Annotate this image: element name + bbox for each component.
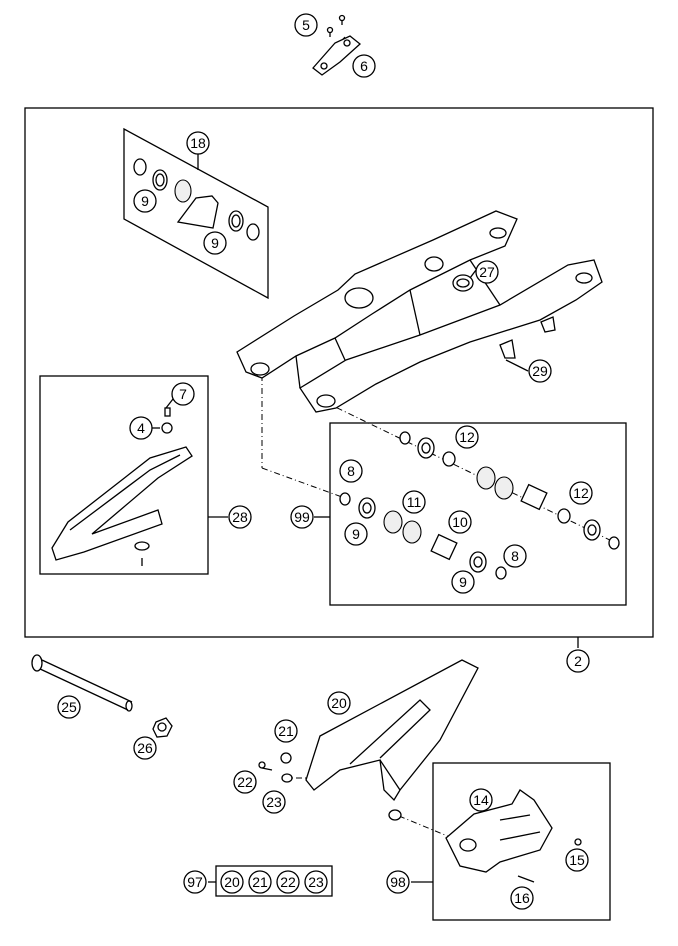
callout-27: 27 — [475, 260, 499, 284]
svg-text:26: 26 — [137, 740, 153, 756]
svg-text:9: 9 — [211, 235, 219, 251]
callout-12a: 12 — [455, 425, 479, 449]
svg-text:12: 12 — [459, 429, 475, 445]
svg-text:21: 21 — [252, 874, 268, 890]
callout-9d: 9 — [451, 570, 475, 594]
svg-text:8: 8 — [347, 463, 355, 479]
callout-6: 6 — [352, 54, 376, 78]
svg-text:11: 11 — [407, 494, 422, 510]
swingarm-assembly-frame — [24, 107, 654, 638]
callout-16: 16 — [510, 886, 534, 910]
svg-text:22: 22 — [237, 774, 253, 790]
bearing-kit-box — [123, 127, 269, 300]
kit-item-23: 23 — [304, 870, 328, 894]
callout-23: 23 — [262, 790, 286, 814]
svg-text:20: 20 — [331, 695, 347, 711]
chain-guide-box — [432, 762, 611, 921]
bearing-parts-box — [329, 422, 627, 606]
clamp-part — [312, 14, 362, 76]
svg-text:99: 99 — [294, 509, 310, 525]
leader-lines — [152, 154, 579, 883]
callout-5: 5 — [294, 13, 318, 37]
svg-text:28: 28 — [232, 509, 248, 525]
kit-97-box — [215, 865, 333, 897]
callout-9b: 9 — [203, 231, 227, 255]
svg-text:15: 15 — [569, 852, 585, 868]
svg-text:10: 10 — [452, 514, 468, 530]
callout-25: 25 — [57, 695, 81, 719]
axle-part — [31, 654, 173, 738]
svg-text:9: 9 — [459, 574, 467, 590]
svg-text:7: 7 — [179, 386, 187, 402]
kit-item-20: 20 — [220, 870, 244, 894]
svg-text:5: 5 — [302, 17, 310, 33]
svg-text:18: 18 — [190, 135, 206, 151]
bearing-box-parts — [339, 431, 620, 580]
svg-text:21: 21 — [278, 723, 294, 739]
svg-text:8: 8 — [511, 548, 519, 564]
svg-text:9: 9 — [352, 526, 360, 542]
svg-text:22: 22 — [280, 874, 296, 890]
callout-8b: 8 — [503, 544, 527, 568]
svg-text:12: 12 — [573, 485, 589, 501]
svg-text:4: 4 — [137, 420, 145, 436]
axis-line-right — [324, 401, 615, 543]
svg-text:27: 27 — [479, 264, 495, 280]
callout-10: 10 — [448, 510, 472, 534]
callout-2: 2 — [566, 649, 590, 673]
callout-28: 28 — [228, 505, 252, 529]
callout-18: 18 — [186, 131, 210, 155]
chain-slider-part — [51, 407, 193, 566]
svg-text:14: 14 — [473, 792, 489, 808]
callout-21: 21 — [274, 719, 298, 743]
callout-20: 20 — [327, 691, 351, 715]
callout-9c: 9 — [344, 522, 368, 546]
svg-text:20: 20 — [224, 874, 240, 890]
swingarm-body — [236, 210, 603, 413]
callout-15: 15 — [565, 848, 589, 872]
callout-7: 7 — [171, 382, 195, 406]
callout-4: 4 — [129, 416, 153, 440]
svg-text:16: 16 — [514, 890, 530, 906]
callout-99: 99 — [290, 505, 314, 529]
callout-12b: 12 — [569, 481, 593, 505]
callout-14: 14 — [469, 788, 493, 812]
svg-text:9: 9 — [141, 193, 149, 209]
svg-text:98: 98 — [390, 874, 406, 890]
svg-text:6: 6 — [360, 58, 368, 74]
kit-item-21: 21 — [248, 870, 272, 894]
svg-text:23: 23 — [308, 874, 324, 890]
chain-guard-part — [258, 659, 479, 821]
ring-part-27 — [452, 274, 474, 292]
chain-guide-part — [445, 789, 582, 883]
axis-line-left-b — [261, 467, 343, 498]
bearing-kit-parts — [133, 158, 260, 241]
callout-22: 22 — [233, 770, 257, 794]
callout-11: 11 — [402, 490, 426, 514]
callout-26: 26 — [133, 736, 157, 760]
chain-slider-box — [39, 375, 209, 575]
svg-text:97: 97 — [187, 874, 203, 890]
svg-text:25: 25 — [61, 699, 77, 715]
svg-text:29: 29 — [532, 363, 548, 379]
kit-item-22: 22 — [276, 870, 300, 894]
callout-98: 98 — [386, 870, 410, 894]
callout-29: 29 — [528, 359, 552, 383]
callout-97: 97 — [183, 870, 207, 894]
svg-text:23: 23 — [266, 794, 282, 810]
callout-8a: 8 — [339, 459, 363, 483]
svg-text:2: 2 — [574, 653, 582, 669]
ring-part-27-inner — [456, 278, 470, 288]
callout-9a: 9 — [133, 189, 157, 213]
